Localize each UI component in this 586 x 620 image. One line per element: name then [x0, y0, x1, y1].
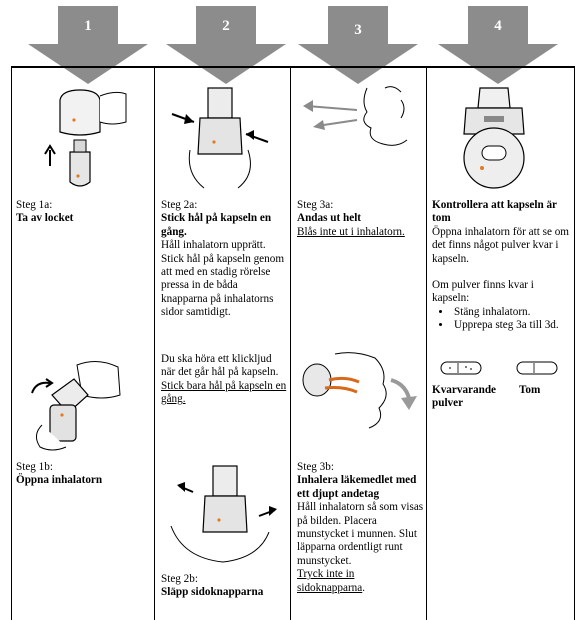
step-label: Steg 1a: — [16, 199, 53, 211]
down-arrow-icon — [166, 6, 286, 84]
step-title: Öppna inhalatorn — [16, 474, 103, 487]
down-arrow-icon — [438, 6, 558, 84]
step-arrow-3: 3 — [298, 6, 418, 84]
open-inhaler-illustration — [31, 361, 121, 451]
exhale-illustration — [303, 86, 408, 146]
step-note: Du ska höra ett klickljud när det går hå… — [161, 353, 279, 379]
check-capsule-illustration — [463, 87, 525, 189]
step-condition: Om pulver finns kvar i kapseln: — [432, 279, 534, 305]
empty-capsule-icon — [516, 361, 558, 375]
step-2a-note: Du ska höra ett klickljud när det går hå… — [161, 353, 287, 407]
step-number: 1 — [84, 18, 92, 34]
inhale-illustration — [302, 352, 417, 429]
steps-table — [11, 66, 575, 620]
step-arrow-1: 1 — [28, 6, 148, 84]
step-label: Steg 2b: — [161, 573, 198, 585]
down-arrow-icon — [28, 6, 148, 84]
step-3b-text: Steg 3b: Inhalera läkemedlet med ett dju… — [297, 461, 425, 595]
step-1a-text: Steg 1a: Ta av locket — [16, 199, 150, 226]
step-bullets: Stäng inhalatorn. Upprepa steg 3a till 3… — [432, 306, 572, 333]
step-2b-text: Steg 2b: Släpp sidoknapparna — [161, 573, 287, 600]
column-divider — [290, 66, 291, 620]
column-divider — [154, 66, 155, 620]
step-number: 4 — [494, 18, 502, 34]
step-body: Håll inhalatorn upprätt. Stick hål på ka… — [161, 239, 285, 319]
step-body-end: . — [362, 581, 366, 594]
step-body-underlined: Blås inte ut i inhalatorn. — [297, 225, 405, 238]
down-arrow-icon — [298, 6, 418, 84]
capsule-caption-powder: Kvarvarande pulver — [432, 384, 497, 409]
capsule-with-powder-icon — [440, 361, 482, 375]
column-divider — [426, 66, 427, 620]
step-note-underlined: Stick bara hål på kapseln en gång. — [161, 379, 287, 406]
step-label: Steg 3b: — [297, 461, 334, 473]
pierce-capsule-illustration — [171, 87, 269, 189]
step-number: 2 — [222, 18, 230, 34]
release-buttons-illustration — [170, 465, 277, 563]
step-label: Steg 2a: — [161, 199, 198, 211]
step-number: 3 — [354, 22, 362, 38]
step-body-underlined: Tryck inte in sidoknapparna — [297, 568, 363, 594]
step-body: Öppna inhalatorn för att se om det finns… — [432, 225, 570, 265]
step-arrow-2: 2 — [166, 6, 286, 84]
step-3a-text: Steg 3a: Andas ut helt Blås inte ut i in… — [297, 199, 423, 239]
capsule-caption-empty: Tom — [519, 384, 541, 396]
bullet-item: Upprepa steg 3a till 3d. — [452, 319, 572, 332]
step-title: Släpp sidoknapparna — [161, 586, 264, 599]
step-title: Kontrollera att kapseln är tom — [432, 199, 557, 225]
step-4-text: Kontrollera att kapseln är tom Öppna inh… — [432, 199, 572, 333]
step-title: Inhalera läkemedlet med ett djupt andeta… — [297, 474, 417, 500]
step-title: Andas ut helt — [297, 212, 362, 225]
step-body: Håll inhalatorn så som visas på bilden. … — [297, 501, 424, 567]
step-2a-text: Steg 2a: Stick hål på kapseln en gång. H… — [161, 199, 287, 320]
step-arrow-4: 4 — [438, 6, 558, 84]
step-label: Steg 1b: — [16, 461, 53, 473]
step-label: Steg 3a: — [297, 199, 334, 211]
step-title: Stick hål på kapseln en gång. — [161, 212, 272, 238]
step-title: Ta av locket — [16, 212, 74, 225]
remove-cap-illustration — [44, 89, 127, 187]
bullet-item: Stäng inhalatorn. — [452, 306, 572, 319]
step-1b-text: Steg 1b: Öppna inhalatorn — [16, 461, 150, 488]
